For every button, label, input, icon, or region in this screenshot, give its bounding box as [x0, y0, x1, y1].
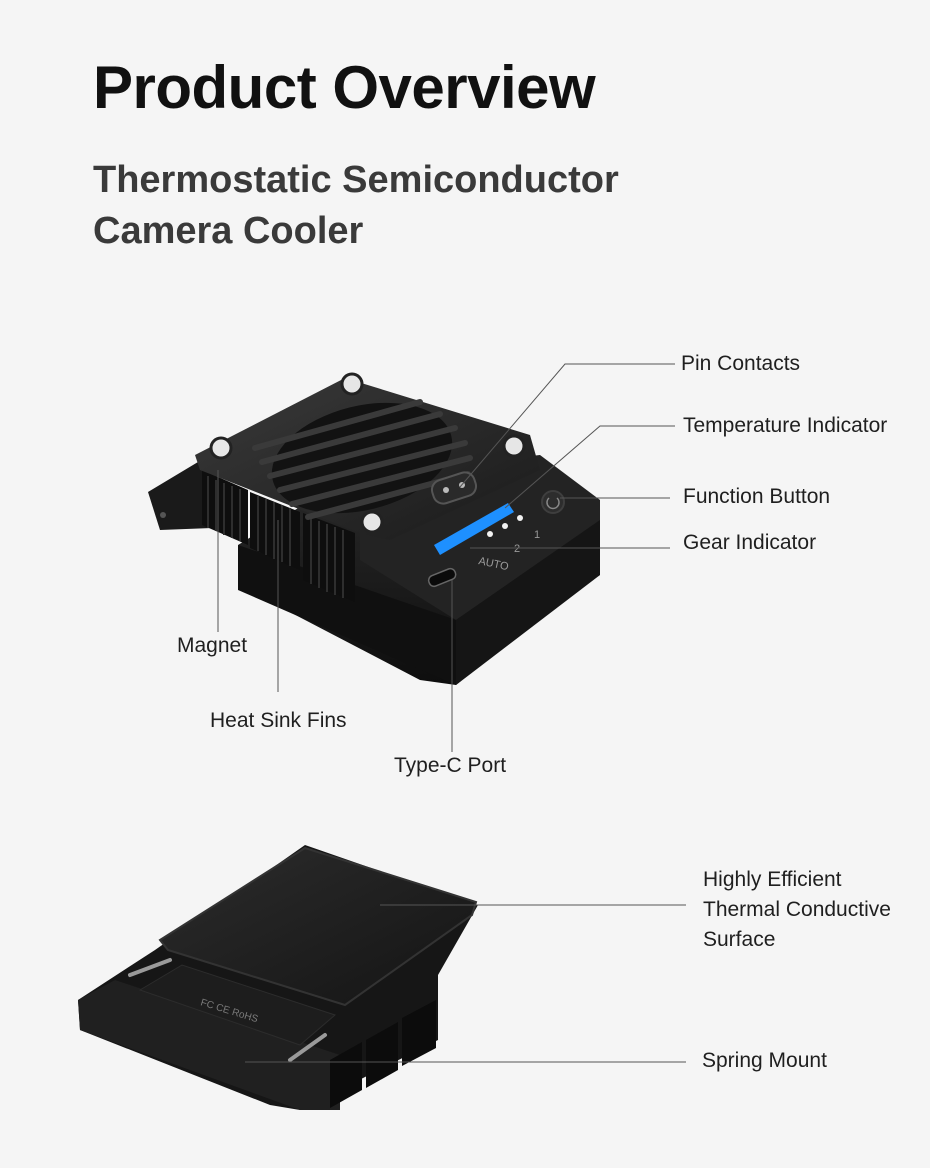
label-thermal-surface-line-1: Highly Efficient — [703, 868, 842, 891]
temperature-indicator-bar — [434, 503, 514, 555]
power-icon — [546, 497, 560, 510]
label-plate — [138, 964, 337, 1046]
label-gear-indicator: Gear Indicator — [683, 531, 817, 554]
page-title: Product Overview — [93, 54, 596, 121]
label-pin-contacts: Pin Contacts — [681, 352, 801, 375]
label-heat-sink-fins: Heat Sink Fins — [210, 709, 347, 732]
type-c-port-graphic — [427, 567, 457, 588]
label-magnet: Magnet — [177, 634, 248, 657]
spring-mount-bracket — [78, 980, 340, 1110]
label-thermal-surface-line-3: Surface — [703, 928, 776, 951]
label-type-c-port: Type-C Port — [394, 754, 507, 777]
base-skirt — [456, 520, 600, 685]
gear-indicator-leds — [487, 515, 523, 537]
subtitle-line-2: Camera Cooler — [93, 210, 364, 252]
subtitle-line-1: Thermostatic Semiconductor — [93, 159, 619, 201]
gear-label-1: 1 — [534, 529, 540, 541]
spring-rods — [128, 958, 327, 1062]
leader-lines-top — [217, 363, 675, 752]
magnet-dots — [209, 372, 526, 534]
label-function-button: Function Button — [683, 485, 831, 508]
label-thermal-surface-line-2: Thermal Conductive — [703, 898, 891, 921]
gear-label-2: 2 — [514, 543, 520, 555]
base-front — [238, 545, 456, 685]
label-temperature-indicator: Temperature Indicator — [683, 414, 888, 437]
bottom-heat-sink-fins — [330, 1000, 436, 1108]
heat-sink-fins — [202, 470, 355, 602]
label-spring-mount: Spring Mount — [702, 1049, 827, 1072]
thermal-conductive-surface — [158, 846, 478, 1007]
page-subtitle: Thermostatic Semiconductor Camera Cooler — [93, 155, 713, 257]
fan-grille — [252, 399, 473, 520]
tab-screw — [160, 512, 166, 518]
cooler-top-view: AUTO 2 1 — [148, 372, 600, 685]
cooler-bottom-view: FC CE RoHS — [78, 845, 478, 1110]
label-thermal-surface: Highly Efficient Thermal Conductive Surf… — [703, 865, 923, 955]
function-button-graphic — [541, 490, 565, 514]
leader-lines-bottom — [245, 904, 686, 1063]
